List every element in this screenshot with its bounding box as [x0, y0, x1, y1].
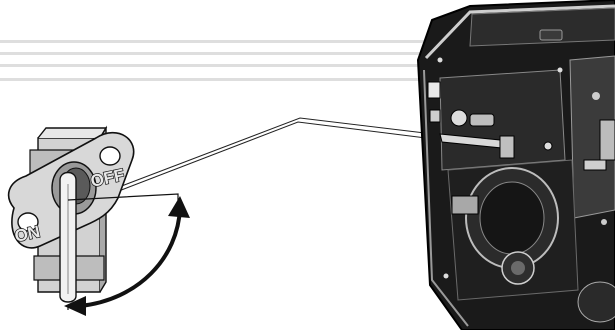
flange-hole-upper — [99, 146, 121, 166]
flange-hole-lower — [17, 212, 39, 232]
on-label: ON — [13, 222, 42, 246]
callout-leader-line — [97, 117, 451, 200]
background-stripes — [0, 40, 440, 81]
curved-double-headed-arrow-icon — [64, 196, 190, 316]
valve-lever — [59, 171, 77, 303]
fuel-valve-detail: OFF ON — [7, 125, 135, 303]
generator-illustration — [416, 0, 615, 330]
